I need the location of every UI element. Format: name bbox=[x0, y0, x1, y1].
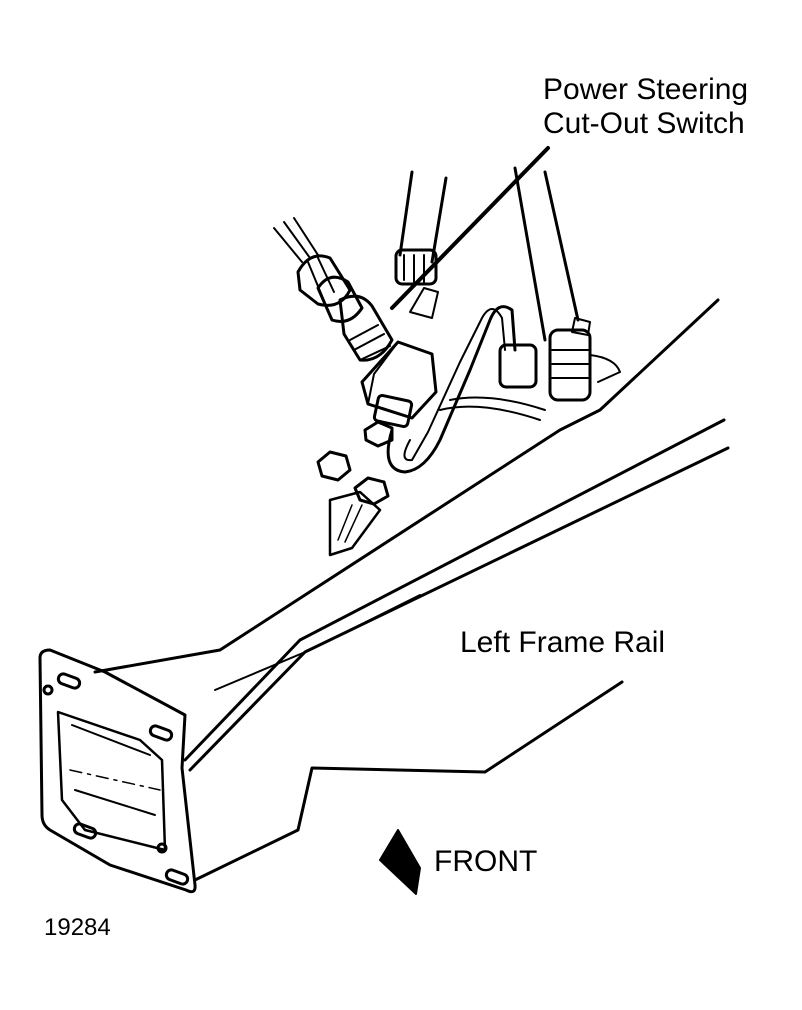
power-steering-cut-out-switch-label: Power Steering Cut-Out Switch bbox=[543, 73, 748, 141]
end-plate-centerline bbox=[69, 769, 161, 791]
end-plate bbox=[38, 648, 197, 894]
wire-3 bbox=[293, 217, 319, 256]
end-plate-hole-2 bbox=[156, 842, 168, 854]
front-arrow-icon bbox=[379, 829, 421, 895]
bracket-hatching bbox=[337, 504, 363, 543]
connector-latch bbox=[307, 257, 335, 297]
bolt-1 bbox=[316, 450, 352, 482]
switch-label-line-2: Cut-Out Switch bbox=[543, 107, 745, 140]
end-plate-outline bbox=[38, 648, 197, 894]
fittings bbox=[394, 248, 621, 402]
steel-line-outer bbox=[386, 305, 517, 474]
frame-rail bbox=[93, 298, 730, 882]
figure-number: 19284 bbox=[44, 914, 111, 941]
wire-2 bbox=[283, 221, 311, 259]
fitting-right-ridges bbox=[551, 349, 589, 379]
frame-rail-top-edge bbox=[93, 298, 720, 674]
fitting-right-b bbox=[548, 328, 592, 402]
wire-1 bbox=[273, 227, 303, 263]
switch-body bbox=[338, 294, 394, 362]
steel-line-inner bbox=[403, 308, 506, 462]
rail-boss bbox=[589, 354, 621, 383]
frame-rail-inner-line bbox=[214, 594, 421, 691]
bolt-2 bbox=[353, 476, 390, 506]
end-plate-slot-4 bbox=[164, 868, 190, 886]
end-plate-channel bbox=[71, 724, 156, 816]
hose-right-2 bbox=[543, 170, 580, 322]
hose-right-1 bbox=[513, 166, 547, 342]
power-steering-switch-assembly bbox=[273, 217, 439, 429]
mounting-bracket bbox=[328, 490, 382, 557]
hose-left-1 bbox=[398, 170, 414, 257]
fitting-right-a bbox=[498, 343, 538, 389]
end-plate-slot-2 bbox=[148, 724, 174, 742]
end-plate-slot-1 bbox=[56, 672, 82, 690]
connector-body bbox=[296, 254, 352, 307]
left-frame-rail-label: Left Frame Rail bbox=[460, 626, 666, 659]
line-under-rail bbox=[439, 396, 546, 421]
switch-leader-line bbox=[390, 146, 550, 310]
frame-rail-lower-edge bbox=[183, 418, 726, 762]
bracket-outline bbox=[328, 490, 382, 557]
end-plate-slot-3 bbox=[72, 822, 98, 840]
frame-rail-bottom-edge bbox=[193, 680, 624, 882]
fitting-collar bbox=[571, 317, 591, 336]
hose-left-2 bbox=[430, 176, 448, 264]
bolts bbox=[316, 420, 394, 506]
end-plate-hole-1 bbox=[42, 684, 54, 696]
front-direction-label: FRONT bbox=[434, 845, 538, 878]
tee-block-face bbox=[367, 341, 399, 405]
switch-cap bbox=[316, 275, 364, 323]
tee-nut bbox=[372, 393, 414, 429]
hydraulic-lines bbox=[386, 166, 580, 474]
tee-upper-fitting bbox=[409, 287, 439, 319]
switch-threads bbox=[349, 324, 391, 361]
switch-label-line-1: Power Steering bbox=[543, 73, 749, 106]
